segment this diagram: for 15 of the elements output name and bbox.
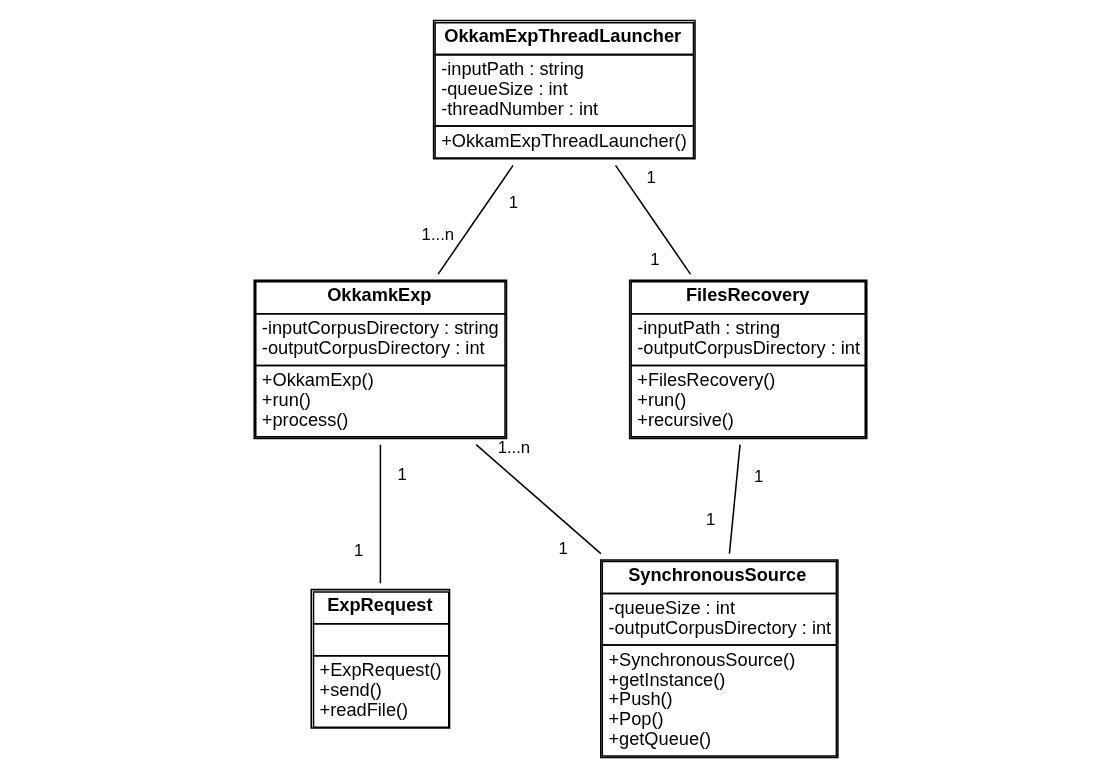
label: 1	[705, 509, 715, 529]
label: 1	[649, 250, 659, 270]
label: 1...n	[497, 437, 530, 457]
label: 1	[397, 465, 407, 485]
connector	[379, 443, 381, 585]
label: 1	[645, 167, 656, 187]
label: 1	[353, 541, 363, 561]
connector	[728, 443, 741, 555]
connector	[614, 164, 691, 275]
label: 1	[753, 466, 763, 486]
label: 1...n	[421, 225, 454, 245]
label: 1	[557, 538, 568, 558]
connector	[436, 164, 514, 275]
connector	[474, 443, 602, 555]
label: 1	[508, 192, 518, 212]
